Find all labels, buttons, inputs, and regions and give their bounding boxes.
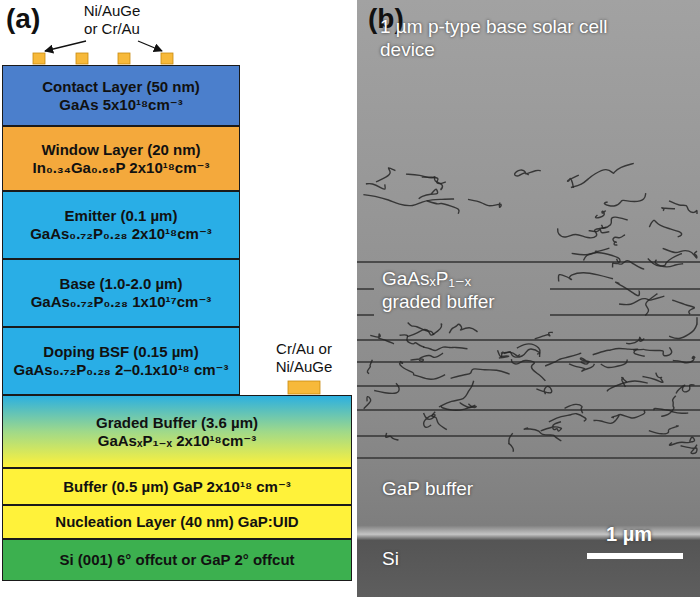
contact-metal-label: Ni/AuGe or Cr/Au <box>76 2 148 38</box>
layer-title: Si (001) 6° offcut or GaP 2° offcut <box>59 551 294 569</box>
layer-title: Graded Buffer (3.6 µm) <box>96 414 258 432</box>
layer-title: Doping BSF (0.15 µm) <box>43 343 198 361</box>
contact-metal-label: Cr/Au or Ni/AuGe <box>268 340 340 376</box>
scale-bar-label: 1 µm <box>606 522 652 546</box>
layer-title: Emitter (0.1 µm) <box>65 207 178 225</box>
layer-title: Buffer (0.5 µm) GaP 2x10¹⁸ cm⁻³ <box>63 478 291 496</box>
layer-box: Contact Layer (50 nm)GaAs 5x10¹⁸cm⁻³ <box>2 65 240 126</box>
region-label: Si <box>382 548 399 571</box>
layer-box: Base (1.0-2.0 µm)GaAs₀.₇₂P₀.₂₈ 1x10¹⁷cm⁻… <box>2 259 240 327</box>
tem-dislocations <box>363 163 697 453</box>
layer-box: Nucleation Layer (40 nm) GaP:UID <box>2 505 352 539</box>
layer-box: Buffer (0.5 µm) GaP 2x10¹⁸ cm⁻³ <box>2 468 352 505</box>
layer-box: Window Layer (20 nm)In₀.₃₄Ga₀.₆₆P 2x10¹⁸… <box>2 126 240 191</box>
layer-spec: GaAs 5x10¹⁸cm⁻³ <box>59 96 182 114</box>
layer-box: Doping BSF (0.15 µm)GaAs₀.₇₂P₀.₂₈ 2–0.1x… <box>2 327 240 395</box>
layer-title: Base (1.0-2.0 µm) <box>60 275 183 293</box>
layer-spec: GaAsₓP₁₋ₓ 2x10¹⁸cm⁻³ <box>98 432 257 450</box>
region-label: 1 µm p-type base solar cell device <box>380 16 645 62</box>
layer-spec: GaAs₀.₇₂P₀.₂₈ 1x10¹⁷cm⁻³ <box>31 293 212 311</box>
layer-spec: In₀.₃₄Ga₀.₆₆P 2x10¹⁸cm⁻³ <box>33 159 210 177</box>
layer-box: Graded Buffer (3.6 µm)GaAsₓP₁₋ₓ 2x10¹⁸cm… <box>2 395 352 468</box>
tem-interfaces <box>357 262 700 458</box>
layer-spec: GaAs₀.₇₂P₀.₂₈ 2–0.1x10¹⁸ cm⁻³ <box>14 361 229 379</box>
layer-box: Si (001) 6° offcut or GaP 2° offcut <box>2 539 352 581</box>
region-label: GaP buffer <box>382 478 473 501</box>
scale-bar <box>587 553 683 559</box>
layer-box: Emitter (0.1 µm)GaAs₀.₇₂P₀.₂₈ 2x10¹⁸cm⁻³ <box>2 191 240 259</box>
layer-title: Window Layer (20 nm) <box>41 141 200 159</box>
layer-spec: GaAs₀.₇₂P₀.₂₈ 2x10¹⁸cm⁻³ <box>30 225 212 243</box>
tem-image <box>357 0 700 597</box>
panel-letter: (a) <box>6 2 40 36</box>
leader-arrows <box>45 41 162 51</box>
layer-title: Nucleation Layer (40 nm) GaP:UID <box>55 513 298 531</box>
region-label: GaAsₓP₁₋ₓ graded buffer <box>382 268 522 314</box>
layer-title: Contact Layer (50 nm) <box>42 78 200 96</box>
